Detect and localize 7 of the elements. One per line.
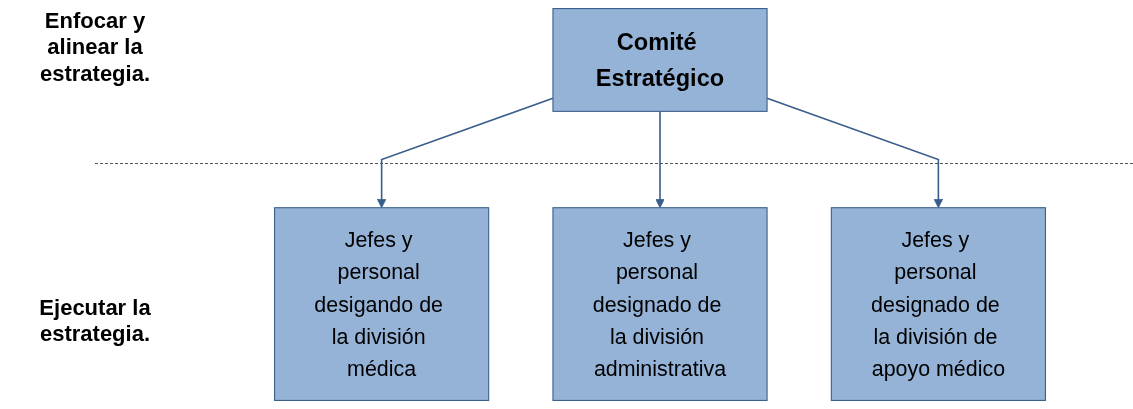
- level-label: Enfocar y alinear la estrategia.: [38, 8, 152, 88]
- node-box: Jefes y personal designado de la división de apoyo médico: [830, 207, 1046, 401]
- node-box: Jefes y personal designado de la división administrativa: [552, 207, 768, 401]
- level-label: Ejecutar la estrategia.: [38, 295, 152, 348]
- node-box: Jefes y personal desigando de la división médica: [274, 207, 490, 401]
- node-box: Comité Estratégico: [552, 8, 768, 112]
- arrow: [655, 110, 665, 209]
